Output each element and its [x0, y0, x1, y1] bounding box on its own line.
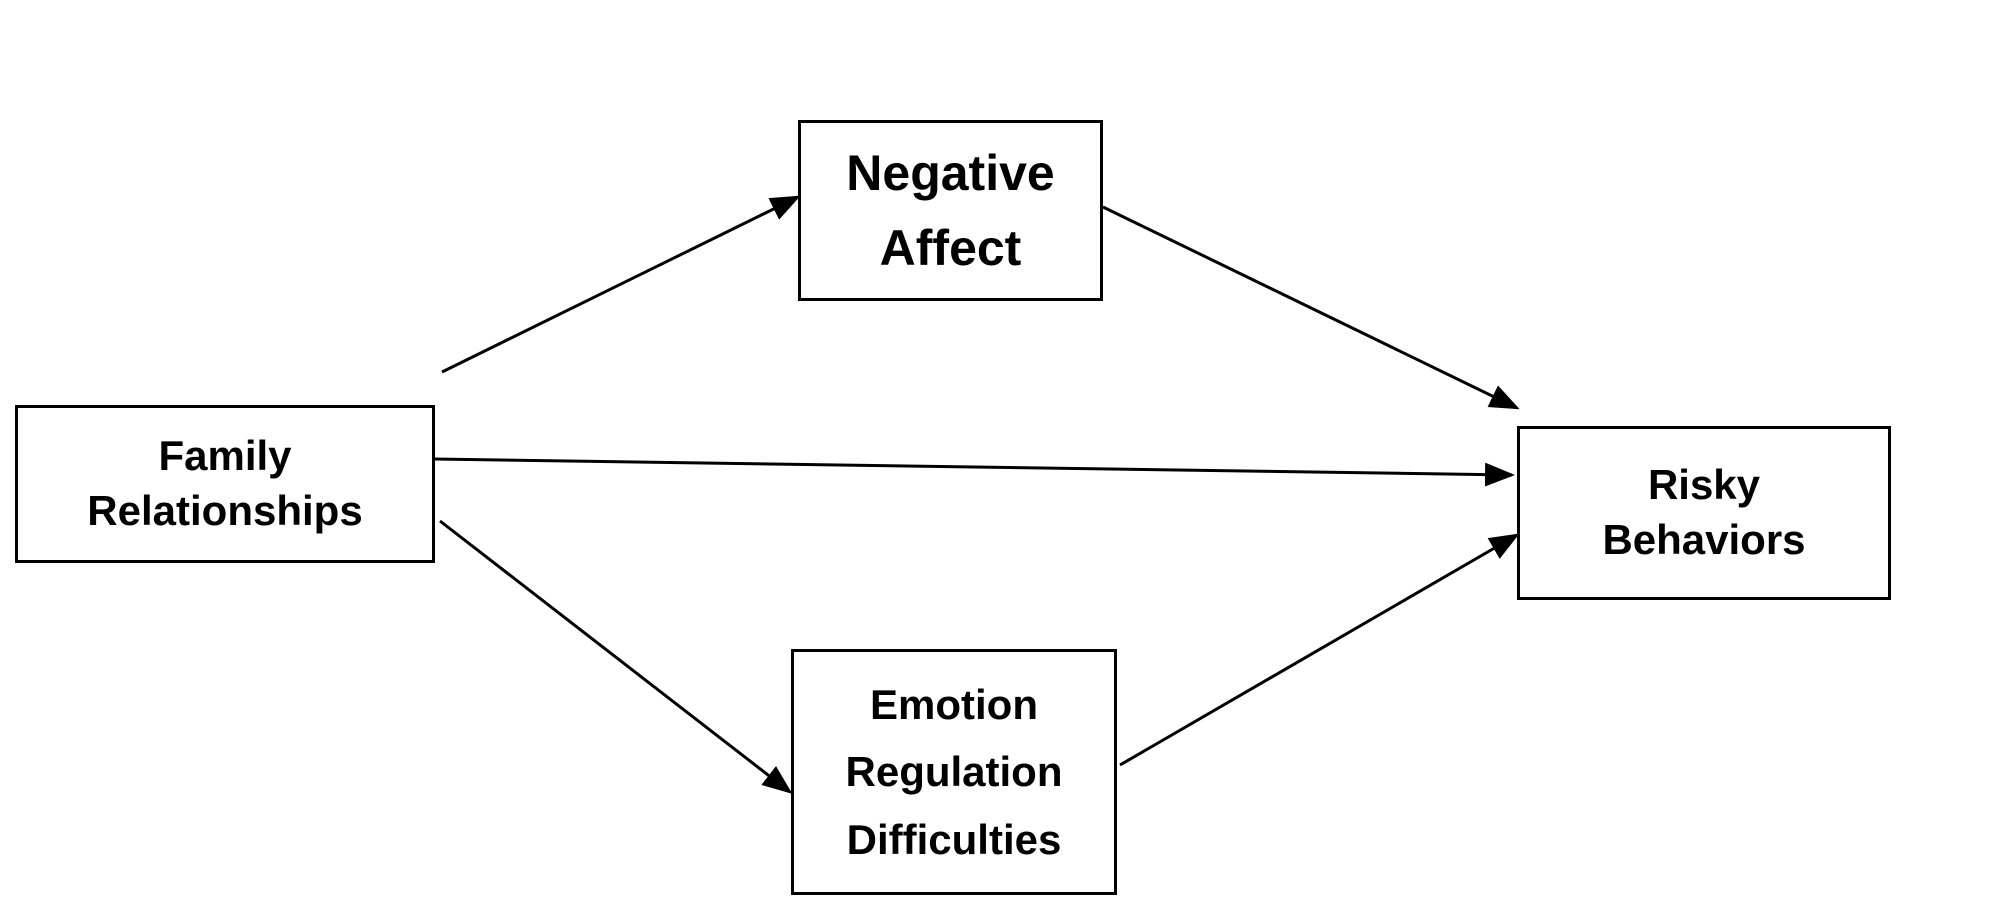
emotion-regulation-label-line2: Regulation [845, 748, 1063, 796]
emotion-regulation-label-line1: Emotion [870, 681, 1038, 729]
arrow-family-to-emotion-regulation [439, 519, 793, 794]
negative-affect-label-line1: Negative [846, 144, 1055, 201]
risky-behaviors-label-line1: Risky [1647, 461, 1761, 509]
family-relationships-box: Family Relationships [15, 405, 435, 563]
family-relationships-label-line1: Family [158, 432, 292, 480]
arrow-family-to-negative-affect [441, 195, 801, 374]
arrow-family-to-risky-behaviors [434, 457, 1515, 487]
arrow-emotion-regulation-to-risky-behaviors [1119, 533, 1520, 767]
family-relationships-label-line2: Relationships [87, 487, 363, 534]
emotion-regulation-difficulties-box: Emotion Regulation Difficulties [791, 649, 1117, 895]
negative-affect-label-line2: Affect [879, 219, 1022, 276]
emotion-regulation-label-line3: Difficulties [846, 815, 1062, 863]
negative-affect-box: Negative Affect [798, 120, 1103, 301]
risky-behaviors-label-line2: Behaviors [1602, 516, 1806, 563]
arrow-negative-affect-to-risky-behaviors [1102, 205, 1520, 410]
risky-behaviors-box: Risky Behaviors [1517, 426, 1891, 600]
